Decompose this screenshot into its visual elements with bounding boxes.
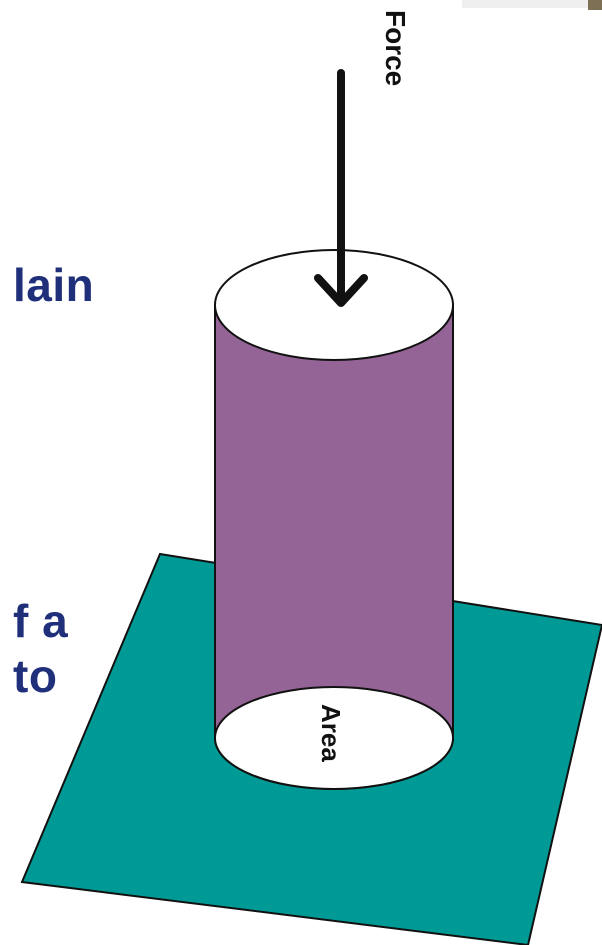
slide-text-line-2: f a (13, 595, 69, 647)
slide-text-line-3: to (13, 650, 58, 702)
force-arrow-head-icon (314, 274, 368, 307)
top-ellipse (214, 249, 454, 361)
corner-mark (588, 0, 602, 10)
area-label: Area (316, 704, 346, 762)
area-ellipse (214, 686, 454, 790)
force-label: Force (380, 10, 411, 86)
corner-bar (462, 0, 602, 8)
slide-text-line-1: lain (13, 259, 95, 311)
